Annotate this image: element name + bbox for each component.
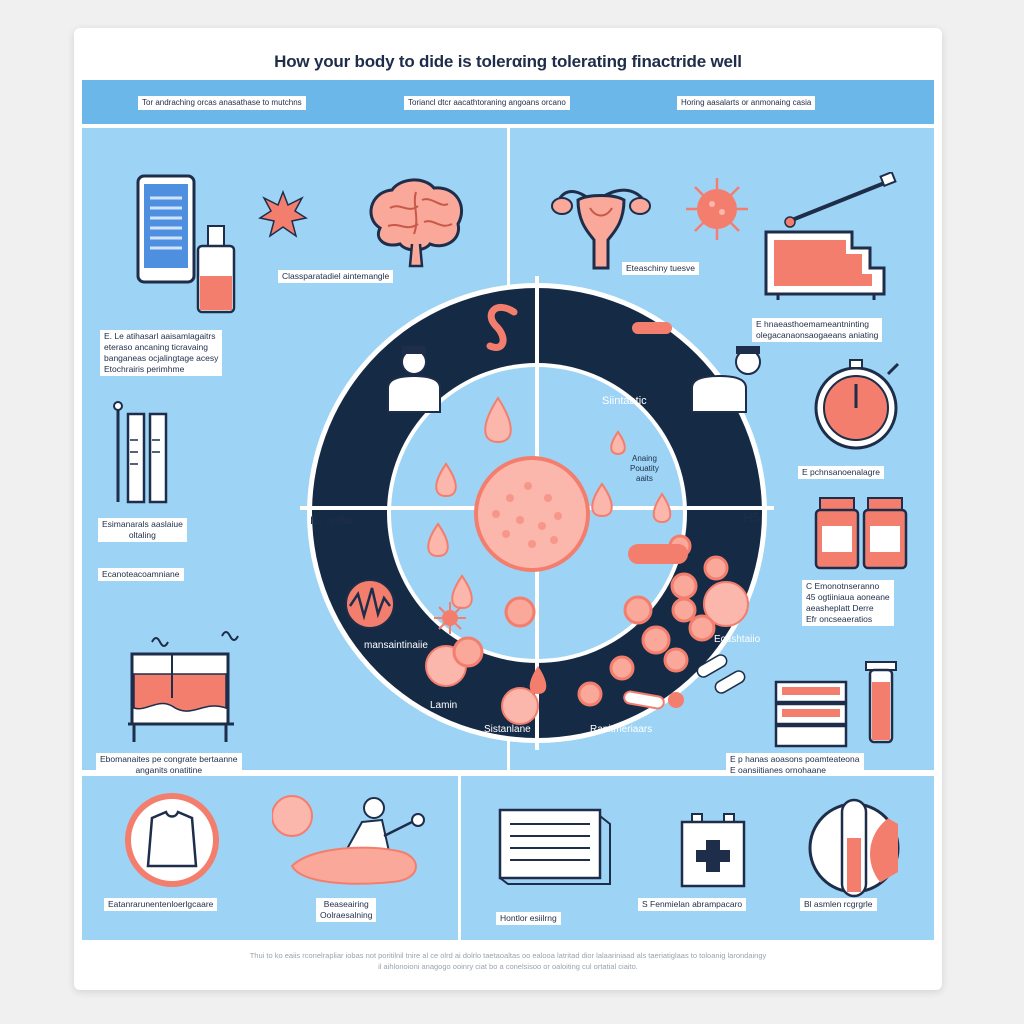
ring-label-2: IE. antlar xyxy=(310,515,354,527)
right-label-4: C Emonotnseranno 45 ogtiiniaua aoneane a… xyxy=(802,580,894,626)
ring-label-6: Sistanlane xyxy=(484,724,531,735)
ring-label-3: H5 xyxy=(743,510,760,525)
bottom-panel: Eatanrarunentenloerlgcaare Beaseairing O… xyxy=(82,776,934,940)
waveform-icon xyxy=(345,579,395,629)
header-label-1: Tor andraching orcas anasathase to mutch… xyxy=(138,96,306,110)
bottom-label-3: Hontlor esiilrng xyxy=(496,912,561,925)
page-title: How your body to dide is tolerαing toler… xyxy=(274,52,742,71)
bottom-label-5: Bl asmlen rcgrgrle xyxy=(800,898,877,911)
ring-label-5: Lamin xyxy=(430,700,457,711)
ring-label-4: mansaintinaiie xyxy=(364,640,428,651)
test-tube-icon xyxy=(113,401,168,504)
ring-label-8: Ranitmeriaars xyxy=(590,724,652,735)
right-label-3: E pchnsanoenalagre xyxy=(798,466,884,479)
spray-bottle-icon xyxy=(196,225,236,314)
person-icon-right xyxy=(691,346,761,413)
header-label-3: Horing aasalarts or anmonaing casia xyxy=(677,96,816,110)
brain-icon xyxy=(369,178,464,268)
stopwatch-icon xyxy=(814,359,900,450)
footer-line-1: Thui to ko eaiis rconelrapliar iobas not… xyxy=(249,951,767,960)
box-stack-icon xyxy=(774,680,848,748)
left-label-5: Ebomanaites pe congrate bertaanne angani… xyxy=(96,753,242,777)
ring-label-7: Ecashtaiio xyxy=(714,634,761,645)
bottom-label-2: Beaseairing Oolraesalning xyxy=(316,898,377,922)
right-label-5: E p hanas aoasons poamteateona E oansiit… xyxy=(726,753,864,777)
shirt-icon xyxy=(125,793,219,887)
header-label-2: Toriancl dtcr aacathtoraning angoans orc… xyxy=(404,96,570,110)
blood-vial-icon xyxy=(865,661,897,744)
first-aid-icon xyxy=(680,813,746,888)
right-label-1: Eteaschiny tuesve xyxy=(622,262,699,275)
inner-note: Anaing Pouatity aaits xyxy=(630,454,659,483)
person-lying-icon xyxy=(272,795,425,885)
droplets xyxy=(427,396,672,694)
squiggle-icon xyxy=(486,303,518,351)
ring-label-1: Siintaatic xyxy=(602,395,647,407)
small-virus-icon xyxy=(434,602,466,634)
right-label-2: E hnaeasthoemameantninting olegacanaonsa… xyxy=(752,318,883,342)
left-label-2: E. Le atihasarl aaisamlagaitrs eteraso a… xyxy=(100,330,223,376)
person-icon-left xyxy=(387,346,441,413)
header-bar: Tor andraching orcas anasathase to mutch… xyxy=(82,80,934,124)
left-label-4: Ecanoteacoamniane xyxy=(98,568,184,581)
pill-bottle-icon xyxy=(814,497,908,570)
pill-icon-top xyxy=(632,322,672,334)
circular-diagram: Siintaatic IE. antlar H5 mansaintinaiie … xyxy=(300,276,774,750)
tray-icon xyxy=(764,230,886,300)
infographic-card: How your body to dide is tolerαing toler… xyxy=(74,28,942,990)
cell-core xyxy=(474,456,590,572)
main-panel: Siintaatic IE. antlar H5 mansaintinaiie … xyxy=(82,128,934,777)
bottom-divider xyxy=(458,776,461,940)
virus-icon xyxy=(686,178,748,240)
left-label-3: Esimanarals aaslaiue oltaling xyxy=(98,518,187,542)
uterus-icon xyxy=(551,188,651,270)
left-label-1: Classparatadiel aintemangle xyxy=(278,270,394,283)
footer-note: Thui to ko eaiis rconelrapliar iobas not… xyxy=(104,950,912,972)
footer-line-2: il aihlonoioni anagogo ooinry ciat bo a … xyxy=(378,962,638,971)
skin-layer-icon xyxy=(128,631,239,742)
bottom-label-4: S Fenmielan abrampacaro xyxy=(638,898,747,911)
bottom-label-1: Eatanrarunentenloerlgcaare xyxy=(104,898,218,911)
capsule-icon xyxy=(628,544,688,564)
phone-icon xyxy=(136,174,196,284)
document-icon xyxy=(498,808,611,885)
starburst-icon xyxy=(258,190,308,238)
thermometer-icon xyxy=(808,798,900,898)
pipette-icon xyxy=(784,172,897,228)
